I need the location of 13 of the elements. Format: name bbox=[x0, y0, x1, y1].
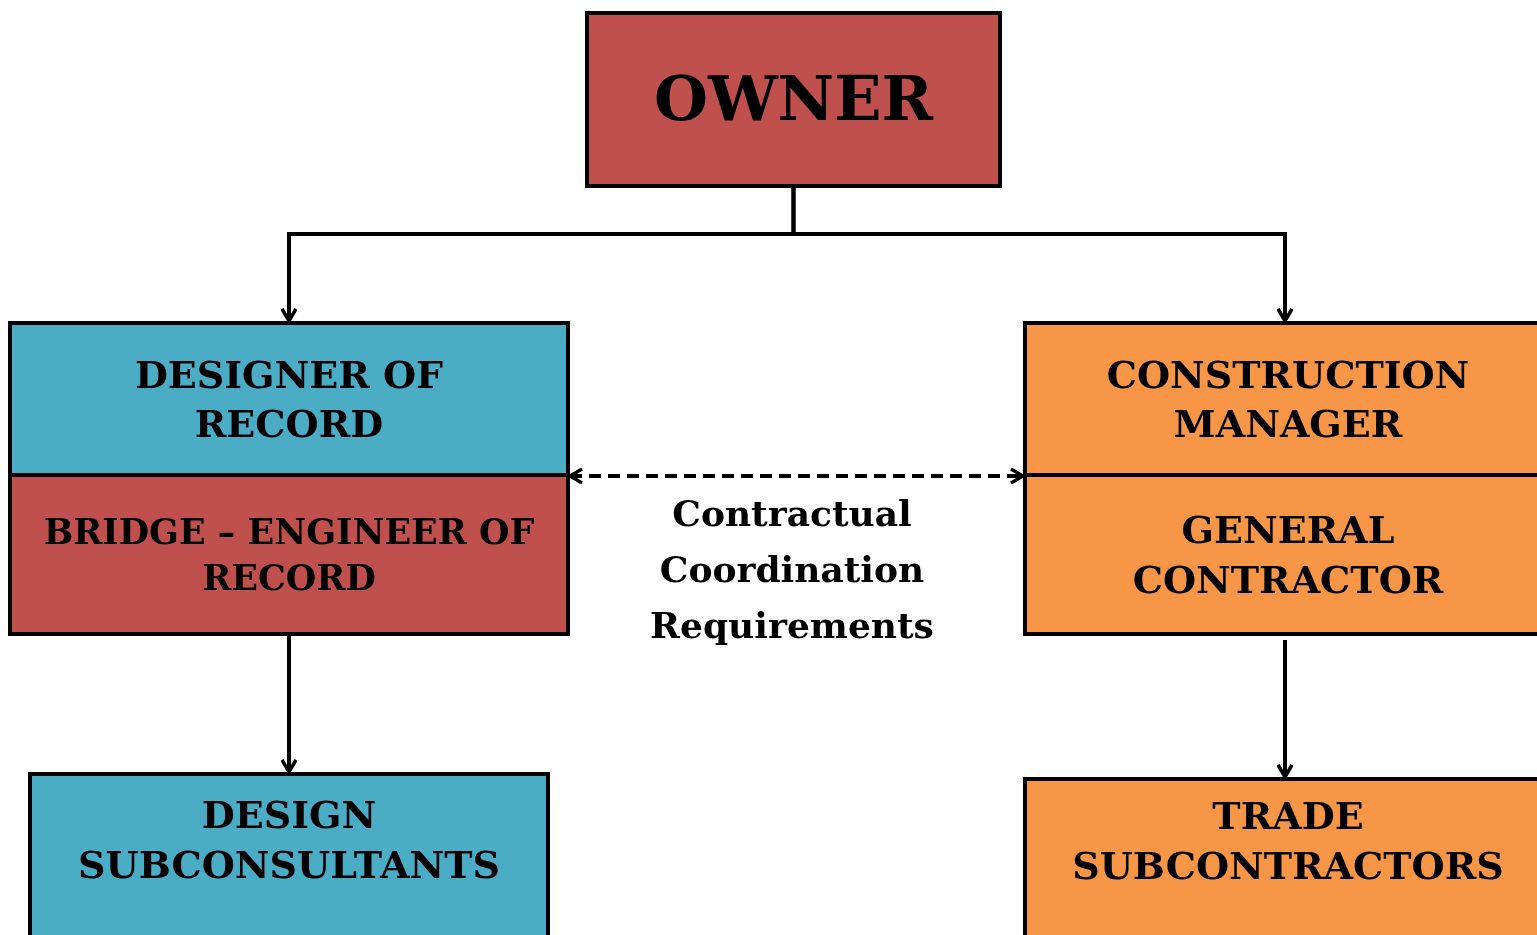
role-label: OWNER bbox=[652, 61, 935, 138]
role-box bbox=[28, 772, 550, 935]
role-label: TRADE SUBCONTRACTORS bbox=[1071, 792, 1505, 890]
role-label: CONSTRUCTION MANAGER bbox=[1105, 350, 1471, 448]
arrow bbox=[791, 188, 1294, 323]
role-label: DESIGN SUBCONSULTANTS bbox=[77, 791, 501, 889]
arrow bbox=[1276, 640, 1294, 779]
role-label: DESIGNER OF RECORD bbox=[133, 350, 445, 448]
role-label: BRIDGE – ENGINEER OF RECORD bbox=[42, 510, 536, 600]
arrow bbox=[280, 636, 298, 774]
role-box bbox=[585, 11, 1002, 188]
role-box bbox=[1023, 777, 1537, 935]
role-label: GENERAL CONTRACTOR bbox=[1131, 506, 1445, 604]
